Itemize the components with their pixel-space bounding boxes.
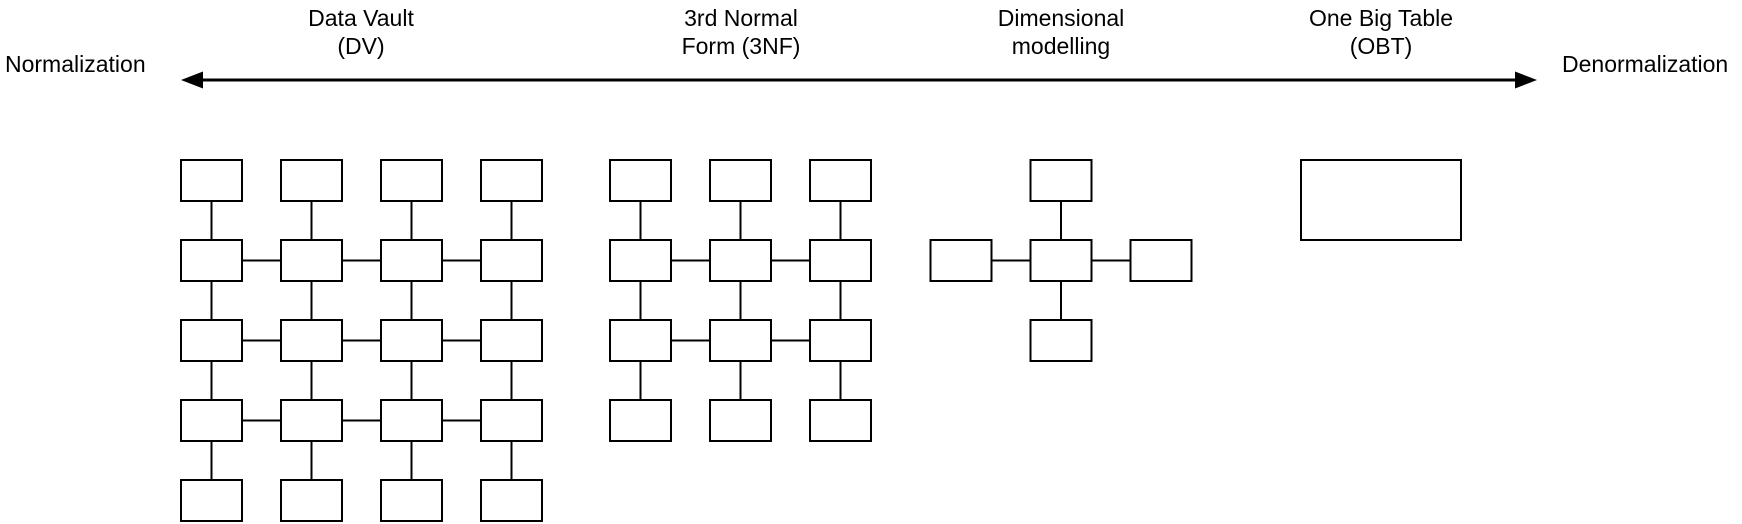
label-data-vault-line2: (DV) [337, 33, 385, 59]
schema-table-box [809, 319, 872, 362]
arrowhead-right-icon [1515, 71, 1537, 89]
fact-table-box [1029, 239, 1093, 282]
schema-table-box [380, 479, 443, 522]
label-dimensional-modelling: Dimensional modelling [998, 4, 1125, 60]
label-one-big-table-line2: (OBT) [1349, 33, 1413, 59]
one-big-table-box [1300, 159, 1462, 241]
spectrum-arrow [181, 71, 1537, 89]
schema-table-box [809, 159, 872, 202]
schema-table-box [480, 319, 543, 362]
schema-table-box [709, 159, 772, 202]
schema-table-box [480, 479, 543, 522]
schema-table-box [480, 399, 543, 442]
schema-table-box [280, 159, 343, 202]
schema-table-box [280, 479, 343, 522]
schema-table-box [380, 319, 443, 362]
label-dimensional-modelling-line2: modelling [1011, 33, 1111, 59]
schema-table-box [180, 159, 243, 202]
schema-table-box [709, 399, 772, 442]
dimension-table-box [1029, 159, 1093, 202]
schema-table-box [609, 319, 672, 362]
dimension-table-box [1029, 319, 1093, 362]
schema-table-box [380, 159, 443, 202]
schema-table-box [480, 159, 543, 202]
schema-table-box [809, 239, 872, 282]
label-data-vault-line1: Data Vault [308, 5, 414, 31]
schema-table-box [180, 239, 243, 282]
dimension-table-box [1129, 239, 1193, 282]
label-one-big-table-line1: One Big Table [1308, 5, 1454, 31]
schema-table-box [709, 239, 772, 282]
dimension-table-box [929, 239, 993, 282]
schema-table-box [180, 399, 243, 442]
denormalization-label: Denormalization [1562, 51, 1729, 77]
schema-table-box [380, 239, 443, 282]
schema-table-box [280, 319, 343, 362]
normalization-label: Normalization [5, 51, 146, 77]
schema-table-box [809, 399, 872, 442]
schema-table-box [709, 319, 772, 362]
label-data-vault: Data Vault (DV) [308, 4, 414, 60]
schema-table-box [480, 239, 543, 282]
schema-table-box [609, 159, 672, 202]
schema-table-box [280, 399, 343, 442]
label-one-big-table: One Big Table (OBT) [1309, 4, 1453, 60]
label-third-normal-form-line2: Form (3NF) [681, 33, 801, 59]
arrowhead-left-icon [181, 71, 203, 89]
schema-table-box [609, 239, 672, 282]
label-dimensional-modelling-line1: Dimensional [997, 5, 1125, 31]
schema-diagrams [180, 159, 1462, 522]
schema-table-box [380, 399, 443, 442]
schema-table-box [180, 479, 243, 522]
label-third-normal-form-line1: 3rd Normal [684, 5, 798, 31]
schema-table-box [280, 239, 343, 282]
schema-table-box [609, 399, 672, 442]
schema-table-box [180, 319, 243, 362]
label-third-normal-form: 3rd Normal Form (3NF) [682, 4, 801, 60]
